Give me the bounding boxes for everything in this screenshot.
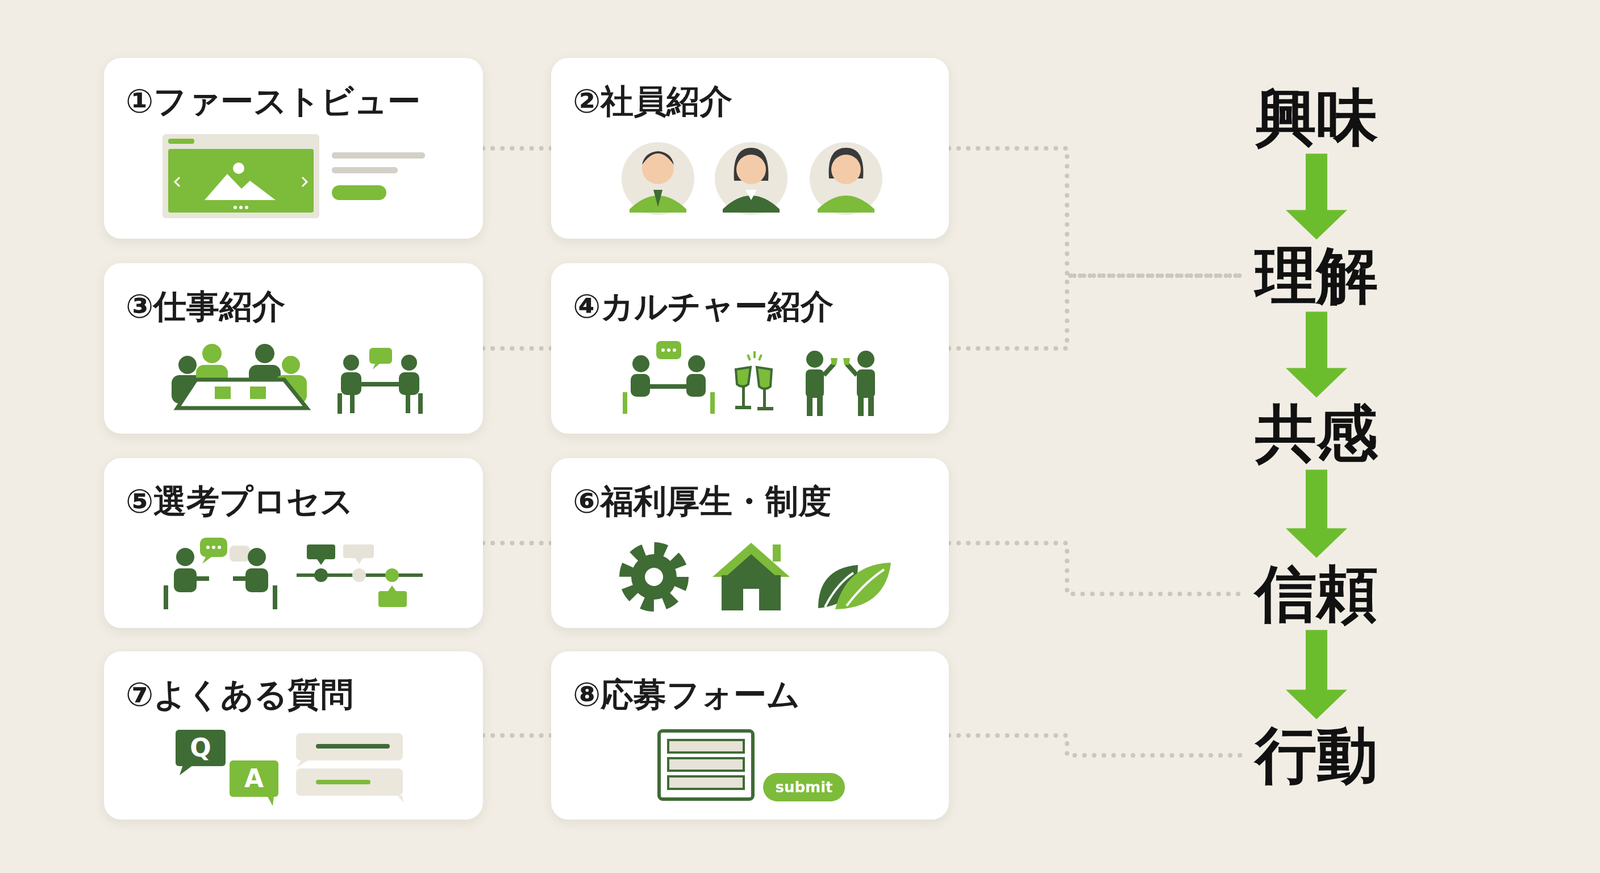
stage-word: 理解 [1255, 242, 1378, 310]
section-card: ⑥福利厚生・制度 [551, 457, 949, 628]
stage-label: 興味 [1240, 84, 1393, 152]
flow-arrow [1285, 469, 1348, 558]
card-title: ③仕事紹介 [125, 286, 286, 327]
stage-word: 興味 [1255, 84, 1378, 152]
section-card: ③仕事紹介 [103, 263, 483, 434]
dotted-connector [948, 735, 1241, 756]
card-title: ④カルチャー紹介 [572, 286, 834, 327]
dotted-connector [948, 148, 1241, 276]
dotted-connector [482, 146, 552, 151]
stage-word: 行動 [1255, 721, 1378, 790]
flow-arrow [1285, 311, 1348, 398]
dotted-connector [948, 543, 1241, 594]
stage-word: 信頼 [1255, 560, 1378, 628]
card-title: ②社員紹介 [572, 81, 733, 122]
stage-label: 行動 [1240, 721, 1393, 790]
qa-letter: Q [189, 735, 211, 761]
section-card: ⑧応募フォーム [551, 651, 949, 820]
section-card: ①ファーストビュー [103, 57, 483, 239]
dotted-connector [948, 275, 1241, 349]
card-title: ⑦よくある質問 [125, 675, 354, 715]
section-card: ⑤選考プロセス [103, 457, 483, 628]
stage-label: 理解 [1240, 242, 1393, 310]
dotted-connector [482, 346, 552, 351]
flow-arrow [1285, 153, 1348, 240]
qa-letter: A [244, 765, 264, 791]
card-title: ⑤選考プロセス [125, 481, 354, 522]
card-title: ①ファーストビュー [125, 81, 421, 122]
button-text: submit [775, 779, 833, 795]
section-card: ④カルチャー紹介 [551, 263, 949, 434]
card-title: ⑧応募フォーム [572, 675, 800, 715]
card-title: ⑥福利厚生・制度 [572, 481, 832, 522]
dotted-connector [482, 540, 552, 546]
section-card: ⑦よくある質問 [103, 651, 483, 820]
dotted-connector [482, 732, 552, 738]
stage-word: 共感 [1255, 400, 1378, 468]
stage-label: 信頼 [1240, 560, 1393, 628]
flow-arrow [1285, 629, 1348, 719]
stage-label: 共感 [1240, 400, 1393, 468]
section-card: ②社員紹介 [551, 57, 949, 239]
